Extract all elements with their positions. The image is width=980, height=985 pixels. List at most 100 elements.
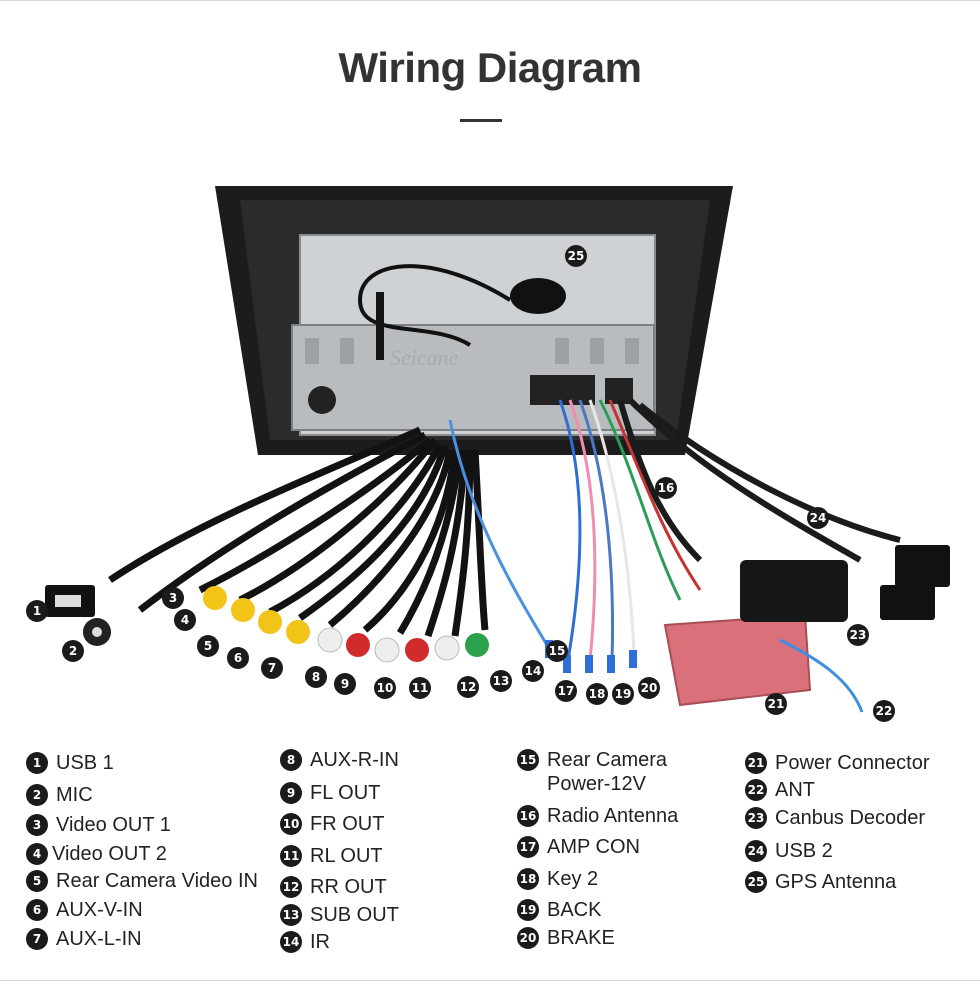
canbus-decoder-box <box>740 560 848 622</box>
legend-number: 23 <box>745 807 767 829</box>
svg-text:5: 5 <box>204 639 212 653</box>
svg-text:9: 9 <box>341 677 349 691</box>
legend-label: MIC <box>56 784 93 806</box>
legend-label: AUX-R-IN <box>310 749 399 771</box>
legend-item-aux-l-in: 7 AUX-L-IN <box>26 927 142 951</box>
legend-label: IR <box>310 931 330 953</box>
svg-text:15: 15 <box>549 644 566 658</box>
legend-number: 25 <box>745 871 767 893</box>
legend-label: Key 2 <box>547 868 599 890</box>
legend-number: 11 <box>280 845 302 867</box>
legend-label: USB 1 <box>56 752 114 774</box>
legend-label: Power Connector <box>775 752 930 774</box>
legend-number: 8 <box>280 749 302 771</box>
legend-item-usb-2: 24 USB 2 <box>745 839 833 863</box>
svg-text:7: 7 <box>268 661 276 675</box>
legend-number: 1 <box>26 752 48 774</box>
right-cable-bundle <box>617 397 901 563</box>
legend-number: 19 <box>517 899 539 921</box>
svg-text:12: 12 <box>460 680 477 694</box>
legend-label: Rear Camera Power-12V <box>547 749 668 795</box>
legend-label: RR OUT <box>310 876 387 898</box>
legend-label: AUX-L-IN <box>56 928 142 950</box>
legend-number: 15 <box>517 749 539 771</box>
legend-number: 3 <box>26 814 48 836</box>
legend-number: 4 <box>26 843 48 865</box>
svg-text:13: 13 <box>493 674 510 688</box>
svg-text:19: 19 <box>615 687 632 701</box>
svg-text:16: 16 <box>658 481 675 495</box>
legend-number: 17 <box>517 836 539 858</box>
svg-text:2: 2 <box>69 644 77 658</box>
legend-label: Video OUT 2 <box>52 843 167 865</box>
legend-item-amp-con: 17 AMP CON <box>517 835 640 859</box>
svg-text:17: 17 <box>558 684 575 698</box>
legend-label: Rear Camera Video IN <box>56 870 258 892</box>
top-divider <box>0 0 980 1</box>
legend-label: GPS Antenna <box>775 871 897 893</box>
head-unit-wiring-illustration: Seicane <box>26 186 950 722</box>
legend-label: FL OUT <box>310 782 381 804</box>
svg-text:21: 21 <box>768 697 785 711</box>
svg-text:10: 10 <box>377 681 394 695</box>
legend-item-ant: 22 ANT <box>745 778 815 802</box>
svg-text:18: 18 <box>589 687 606 701</box>
gps-antenna-puck <box>510 278 566 314</box>
legend-item-brake: 20 BRAKE <box>517 926 615 950</box>
legend-item-video-out-1: 3 Video OUT 1 <box>26 813 171 837</box>
legend-number: 24 <box>745 840 767 862</box>
legend-number: 21 <box>745 752 767 774</box>
legend-label: BRAKE <box>547 927 615 949</box>
legend-item-rr-out: 12 RR OUT <box>280 875 387 899</box>
legend-item-sub-out: 13 SUB OUT <box>280 903 399 927</box>
legend-number: 20 <box>517 927 539 949</box>
left-cable-bundle <box>108 426 489 638</box>
svg-text:8: 8 <box>312 670 320 684</box>
svg-text:3: 3 <box>169 591 177 605</box>
legend-number: 9 <box>280 782 302 804</box>
svg-text:1: 1 <box>33 604 41 618</box>
svg-text:20: 20 <box>641 681 658 695</box>
page-title: Wiring Diagram <box>338 44 643 91</box>
legend-label: BACK <box>547 899 602 921</box>
svg-text:22: 22 <box>876 704 893 718</box>
legend-item-gps-antenna: 25 GPS Antenna <box>745 870 896 894</box>
legend-label: Radio Antenna <box>547 805 679 827</box>
legend-item-rear-camera-power: 15 Rear Camera Power-12V <box>517 748 667 796</box>
watermark-text: Seicane <box>390 345 459 370</box>
svg-text:14: 14 <box>525 664 542 678</box>
title-underline <box>460 119 502 122</box>
legend-number: 14 <box>280 931 302 953</box>
bottom-divider <box>0 980 980 981</box>
legend-label: Video OUT 1 <box>56 814 171 836</box>
wifi-antenna <box>376 292 384 360</box>
svg-text:6: 6 <box>234 651 242 665</box>
legend-number: 7 <box>26 928 48 950</box>
legend-label: ANT <box>775 779 815 801</box>
legend-item-rl-out: 11 RL OUT <box>280 844 383 868</box>
legend-number: 22 <box>745 779 767 801</box>
main-harness-socket <box>530 375 595 405</box>
legend-item-radio-antenna: 16 Radio Antenna <box>517 804 678 828</box>
legend-label: SUB OUT <box>310 904 399 926</box>
legend-label: Canbus Decoder <box>775 807 926 829</box>
svg-text:23: 23 <box>850 628 867 642</box>
legend-label: AUX-V-IN <box>56 899 143 921</box>
legend-number: 2 <box>26 784 48 806</box>
legend-item-key-2: 18 Key 2 <box>517 867 598 891</box>
legend-item-usb-1: 1 USB 1 <box>26 751 114 775</box>
legend-label: AMP CON <box>547 836 640 858</box>
legend-item-fr-out: 10 FR OUT <box>280 812 384 836</box>
power-connector <box>663 613 812 707</box>
legend-number: 16 <box>517 805 539 827</box>
rca-plugs <box>203 586 489 663</box>
legend-number: 5 <box>26 870 48 892</box>
legend-number: 10 <box>280 813 302 835</box>
svg-text:24: 24 <box>810 511 827 525</box>
legend-number: 12 <box>280 876 302 898</box>
legend-item-video-out-2: 4 Video OUT 2 <box>26 842 167 866</box>
legend-item-ir: 14 IR <box>280 930 330 954</box>
svg-text:4: 4 <box>181 613 189 627</box>
legend-label: USB 2 <box>775 840 833 862</box>
svg-text:11: 11 <box>412 681 429 695</box>
